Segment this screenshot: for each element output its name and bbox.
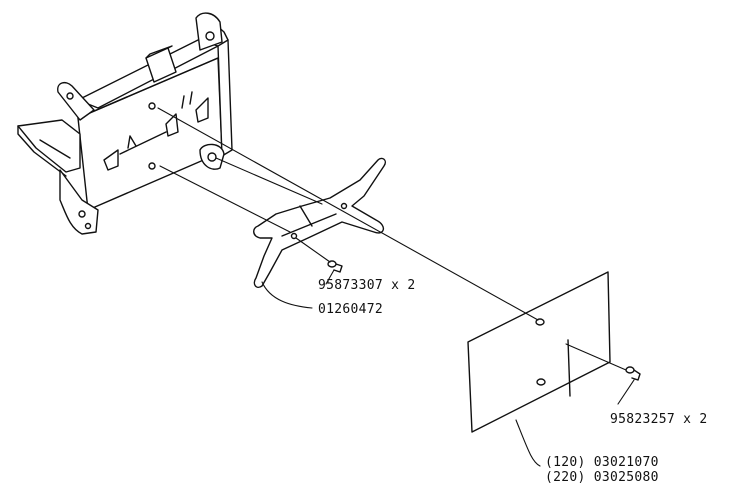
assembly-lines xyxy=(157,107,627,371)
chassis-frame xyxy=(17,12,233,235)
callout-plate-120: (120) 03021070 xyxy=(545,455,659,470)
front-plate xyxy=(467,271,611,433)
callout-plate-screw: 95823257 x 2 xyxy=(610,412,708,427)
leader-lines xyxy=(261,269,635,467)
callout-bracket-screw: 95873307 x 2 xyxy=(318,278,416,293)
callout-plate-220: (220) 03025080 xyxy=(545,470,659,485)
callout-bracket: 01260472 xyxy=(318,302,384,317)
plate-screw xyxy=(625,366,641,381)
bracket-screw xyxy=(327,260,343,273)
mounting-bracket xyxy=(253,157,387,288)
